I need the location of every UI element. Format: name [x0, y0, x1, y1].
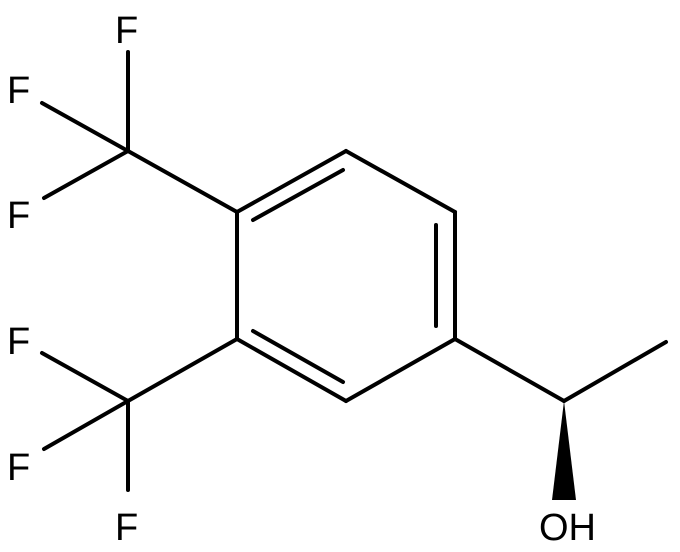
ring-bond-top [235, 149, 348, 214]
fluorine-label-1: F [115, 10, 138, 52]
cf3-lower-f-top-bond [40, 351, 130, 403]
wedge-bond [552, 401, 576, 500]
cf3-lower-attach-bond [126, 337, 239, 403]
cf3-lower-f-left-bond [42, 399, 130, 451]
chiral-carbon-bond [453, 337, 566, 403]
ring-bond-bottom-left [235, 337, 348, 403]
fluorine-label-3: F [7, 195, 30, 237]
fluorine-label-5: F [7, 447, 30, 489]
fluorine-label-6: F [115, 507, 138, 549]
ring-bond-top-right [344, 149, 457, 214]
ring-double-bond-top [251, 168, 345, 222]
fluorine-label-2: F [7, 70, 30, 112]
ring-bond-bottom-right [344, 337, 457, 403]
cf3-upper-attach-bond [126, 149, 239, 214]
cf3-upper-f-bottom-bond [42, 149, 130, 200]
hydroxyl-label: OH [539, 507, 596, 549]
ring-double-bond-bottom-left [251, 329, 345, 384]
cf3-upper-f-left-bond [40, 101, 130, 153]
methyl-bond [562, 340, 668, 403]
fluorine-label-4: F [7, 321, 30, 363]
